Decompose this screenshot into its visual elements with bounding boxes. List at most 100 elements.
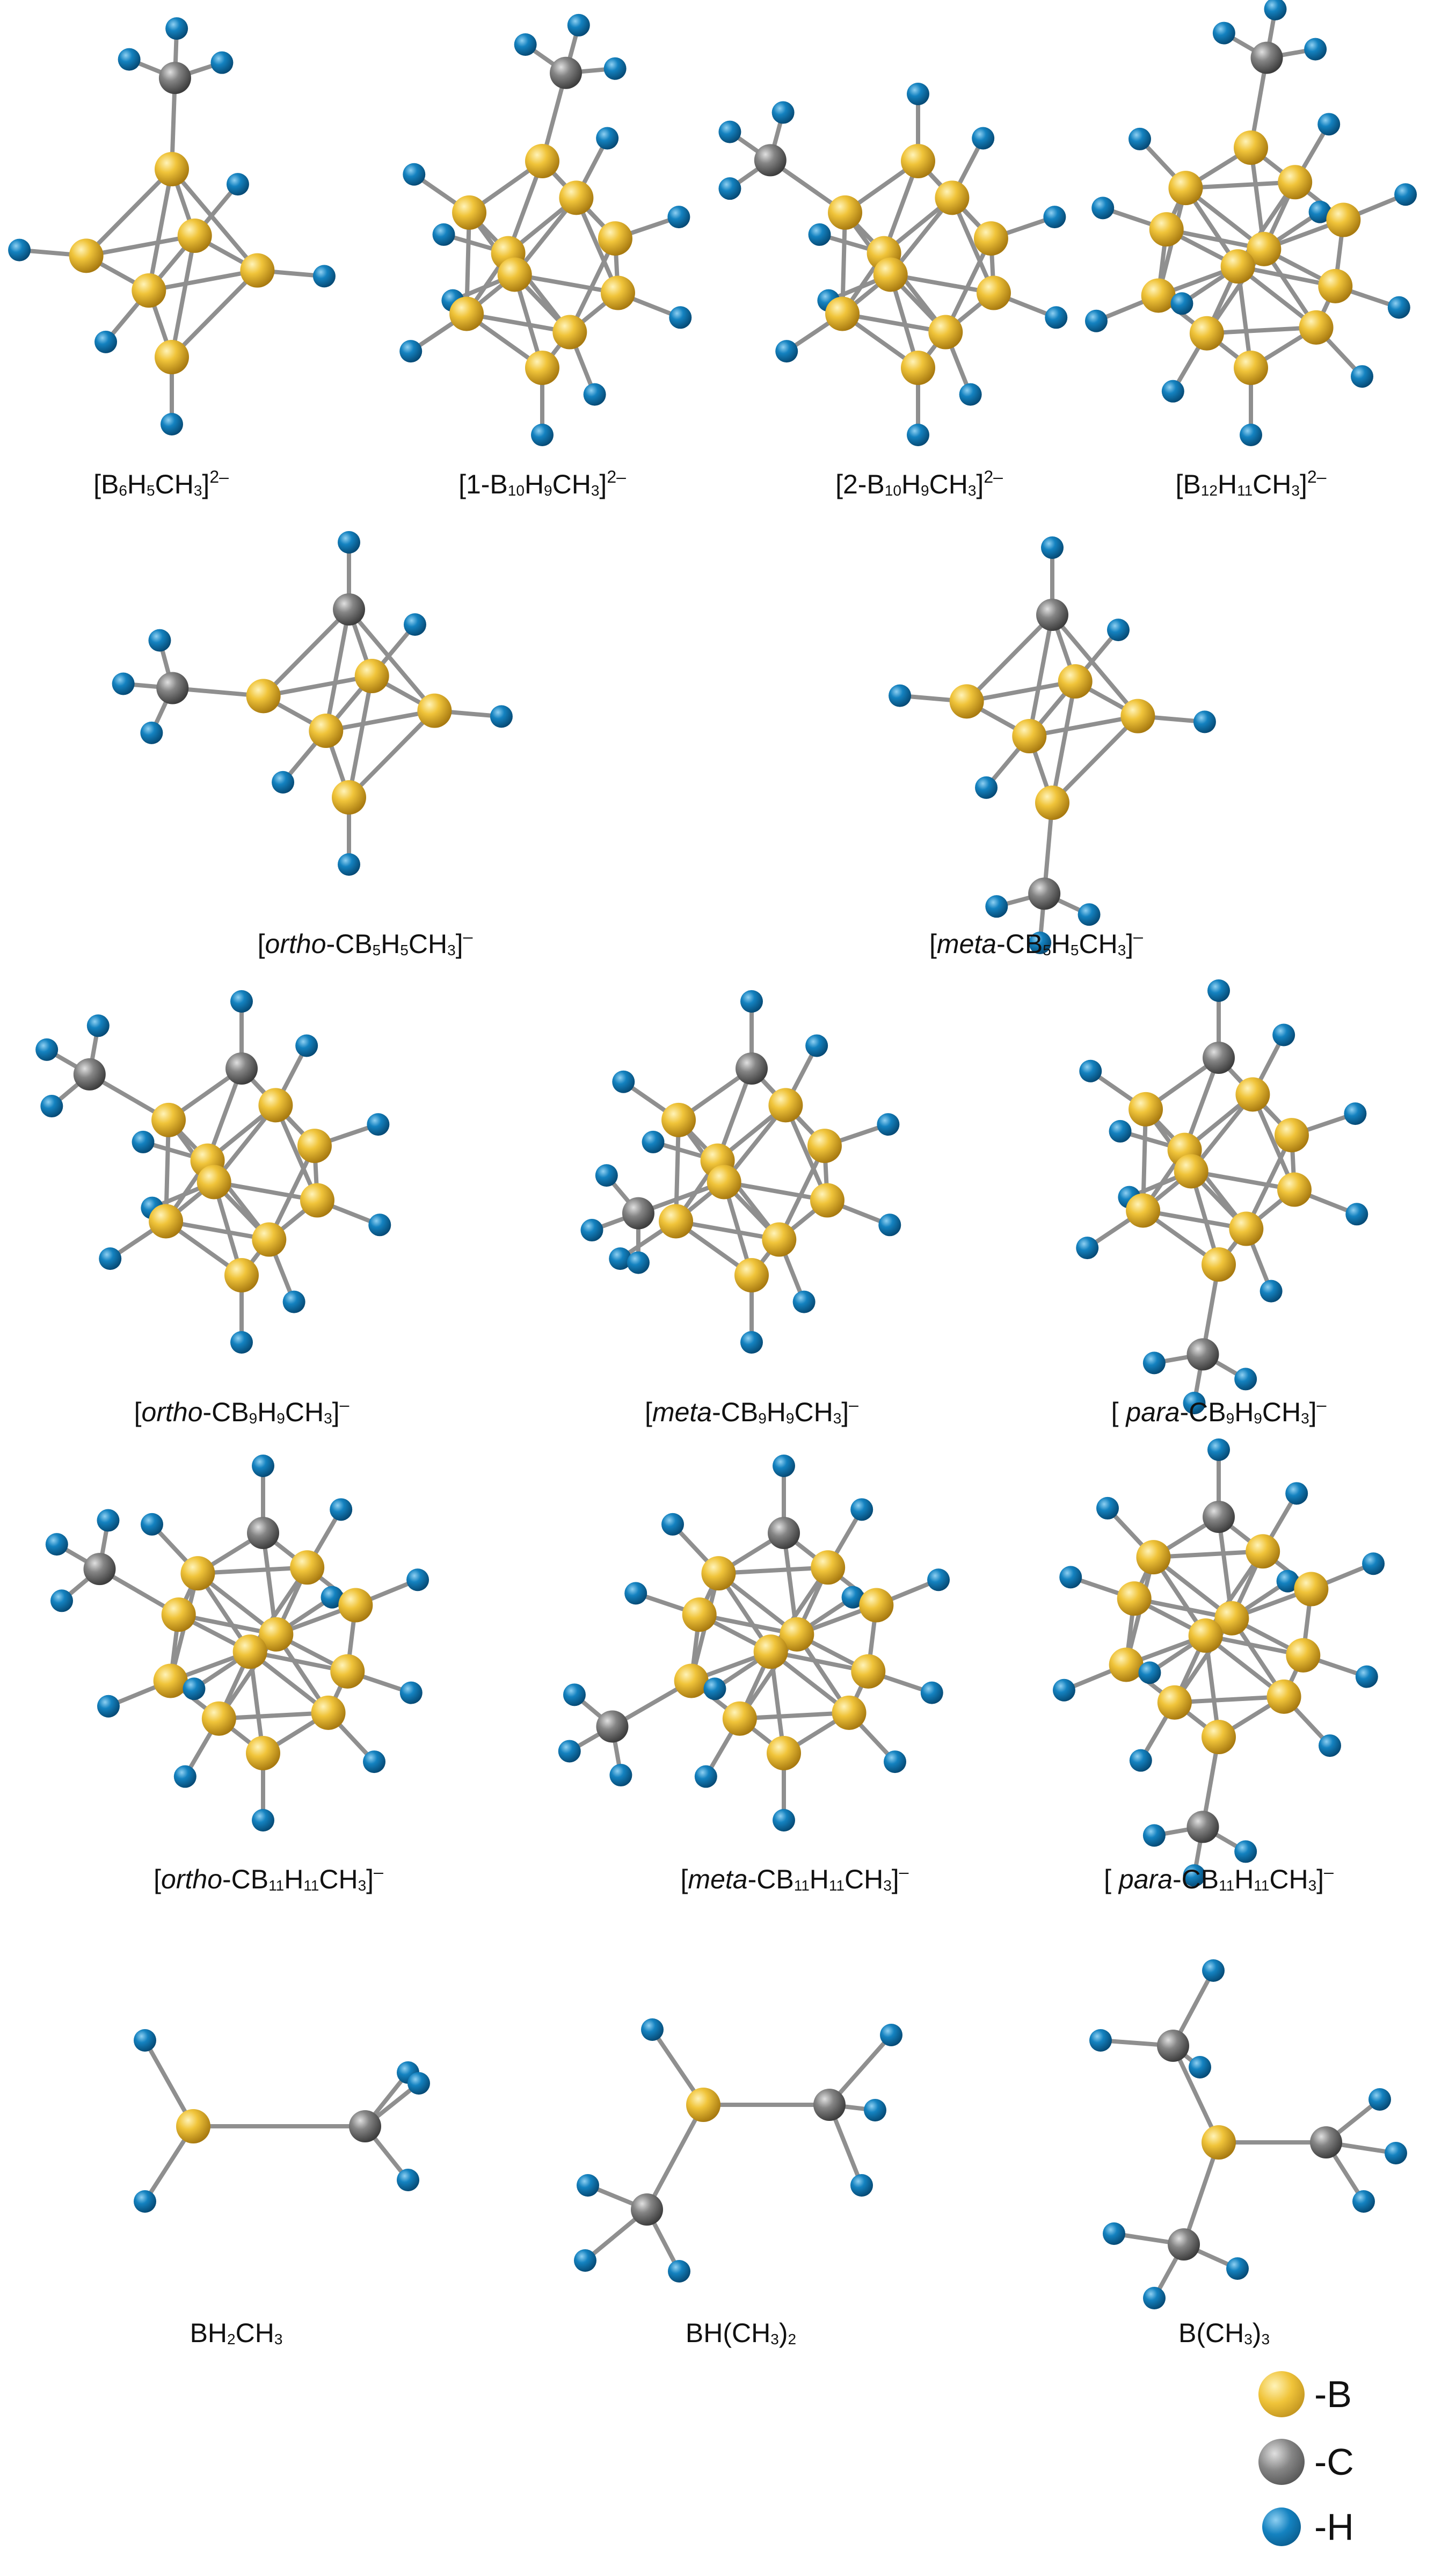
hydrogen-atom <box>397 2169 419 2191</box>
hydrogen-atom <box>134 2190 156 2213</box>
hydrogen-atom <box>338 531 360 554</box>
label-part: meta <box>652 1397 712 1427</box>
label-part: 3 <box>591 482 600 499</box>
boron-atom <box>1274 1118 1309 1153</box>
boron-atom <box>252 1222 287 1257</box>
hydrogen-atom <box>97 1509 120 1532</box>
hydrogen-atom <box>642 1130 665 1153</box>
bond <box>464 311 572 335</box>
boron-atom <box>338 1588 373 1623</box>
label-part: ortho <box>265 929 326 959</box>
bond <box>347 607 437 713</box>
label-part: 3 <box>1301 1410 1309 1427</box>
hydrogen-atom <box>45 1533 68 1556</box>
hydrogen-atom <box>399 340 423 363</box>
hydrogen-atom <box>596 127 619 150</box>
hydrogen-atom <box>1212 21 1235 45</box>
hydrogen-atom <box>1109 1120 1132 1143</box>
hydrogen-atom <box>134 2029 156 2052</box>
legend-item-carbon: -C <box>1258 2439 1354 2485</box>
legend-label-hydrogen: -H <box>1314 2506 1354 2548</box>
bond <box>783 1103 829 1203</box>
hydrogen-atom <box>718 120 741 143</box>
hydrogen-atom <box>1129 127 1152 150</box>
hydrogen-atom <box>272 771 295 794</box>
label-part: ortho <box>141 1397 203 1427</box>
boron-atom <box>1189 316 1224 351</box>
bond <box>1027 613 1054 739</box>
boron-atom <box>155 152 189 186</box>
label-part: ] <box>976 469 984 499</box>
boron-atom <box>1141 278 1176 313</box>
molecule-label-ortho-cb11: [ortho-CB11H11CH3]– <box>154 1863 383 1893</box>
hydrogen-atom <box>1059 1566 1082 1589</box>
label-part: CH <box>844 1864 884 1894</box>
label-part: para <box>1118 1864 1173 1894</box>
hydrogen-atom <box>252 1455 274 1477</box>
bond <box>216 1710 331 1721</box>
boron-atom <box>1234 130 1268 165</box>
label-part: H <box>524 469 544 499</box>
bond <box>261 673 374 699</box>
label-part: 2– <box>209 467 229 486</box>
molecule-label-meta-cb9: [meta-CB9H9CH3]– <box>645 1396 858 1426</box>
boron-atom <box>177 218 212 253</box>
molecule-para-cb9 <box>1076 979 1368 1415</box>
boron-atom <box>973 221 1008 256</box>
molecule-meta-cb9 <box>580 990 901 1354</box>
boron-atom <box>734 1258 769 1292</box>
hydrogen-atom <box>112 672 135 695</box>
label-part: 3 <box>358 1877 367 1894</box>
carbon-atom <box>1028 877 1061 910</box>
hydrogen-atom <box>1143 2287 1166 2309</box>
label-part: ] <box>841 1397 849 1427</box>
hydrogen-atom <box>624 1582 647 1605</box>
boron-atom <box>354 658 389 693</box>
label-part: H <box>127 469 147 499</box>
carbon-atom <box>1203 1501 1235 1533</box>
boron-atom <box>1126 1193 1161 1228</box>
hydrogen-atom <box>148 629 171 652</box>
molecule-label-meta-cb11: [meta-CB11H11CH3]– <box>681 1863 909 1893</box>
boron-atom <box>1149 212 1184 247</box>
hydrogen-atom <box>661 1513 685 1536</box>
hydrogen-atom <box>312 265 336 288</box>
boron-atom <box>1035 786 1069 820</box>
carbon-atom <box>158 62 191 95</box>
hydrogen-atom <box>1161 380 1184 403</box>
label-part: – <box>374 1862 383 1881</box>
hydrogen-atom <box>1318 1734 1341 1757</box>
hydrogen-atom <box>399 1681 423 1704</box>
hydrogen-atom <box>878 1213 901 1237</box>
bond <box>347 673 374 799</box>
label-part: CH <box>1253 469 1292 499</box>
hydrogen-atom <box>773 1809 795 1831</box>
bond <box>674 1219 782 1242</box>
label-part: [B <box>93 469 119 499</box>
label-part: 3 <box>193 482 202 499</box>
label-part: CH <box>1079 929 1118 959</box>
label-part: 2– <box>984 467 1003 486</box>
hydrogen-atom <box>403 163 426 186</box>
boron-atom <box>290 1550 325 1585</box>
label-part: – <box>849 1395 858 1414</box>
hydrogen-atom <box>490 705 513 728</box>
hydrogen-atom <box>883 1750 906 1774</box>
hydrogen-atom <box>1045 306 1068 329</box>
bond <box>777 1144 827 1242</box>
molecule-ortho-cb11 <box>45 1455 429 1831</box>
hydrogen-atom <box>927 1568 950 1591</box>
label-part: H <box>1234 1864 1254 1894</box>
label-part: 3 <box>1244 2331 1253 2347</box>
hydrogen-atom <box>367 1113 390 1136</box>
hydrogen-atom <box>1078 903 1101 926</box>
hydrogen-atom <box>1079 1059 1102 1082</box>
boron-atom <box>1012 719 1047 754</box>
molecule-label-para-cb9: [ para-CB9H9CH3]– <box>1111 1396 1327 1426</box>
molecule-bch3-3 <box>1089 1959 1407 2309</box>
label-part: 12 <box>1200 482 1218 499</box>
bond <box>195 1565 310 1576</box>
hydrogen-atom <box>1089 2029 1112 2052</box>
boron-atom <box>525 144 559 178</box>
hydrogen-atom <box>1308 200 1331 223</box>
